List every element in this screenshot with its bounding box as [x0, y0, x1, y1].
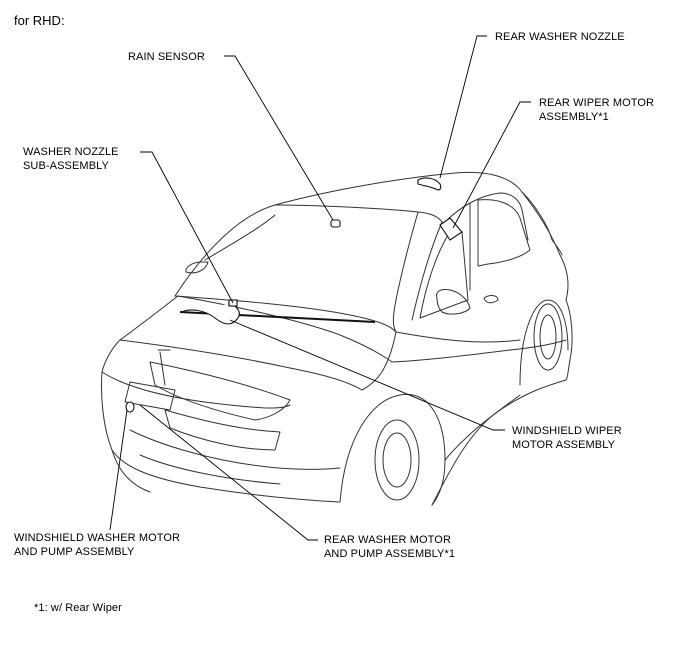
label-windshield-washer-motor: WINDSHIELD WASHER MOTOR AND PUMP ASSEMBL… [14, 532, 181, 558]
rear-wiper-motor-part [439, 217, 463, 241]
label-rain-sensor: RAIN SENSOR [128, 51, 205, 63]
car-outline [101, 171, 573, 506]
label-rear-washer-motor: REAR WASHER MOTOR AND PUMP ASSEMBLY*1 [324, 534, 456, 560]
rear-washer-nozzle-part [417, 177, 442, 191]
footnote: *1: w/ Rear Wiper [34, 602, 122, 614]
windshield-washer-motor-part [125, 401, 135, 413]
label-windshield-wiper-motor: WINDSHIELD WIPER MOTOR ASSEMBLY [512, 425, 622, 451]
rain-sensor-part [330, 219, 341, 228]
leader-lines [109, 35, 531, 541]
label-rear-washer-nozzle: REAR WASHER NOZZLE [495, 31, 625, 43]
page-title: for RHD: [14, 13, 65, 28]
parts [125, 177, 463, 413]
label-rear-wiper-motor: REAR WIPER MOTOR ASSEMBLY*1 [539, 97, 655, 123]
label-washer-nozzle: WASHER NOZZLE SUB-ASSEMBLY [23, 146, 119, 172]
windshield-wiper-motor-part [181, 303, 240, 325]
